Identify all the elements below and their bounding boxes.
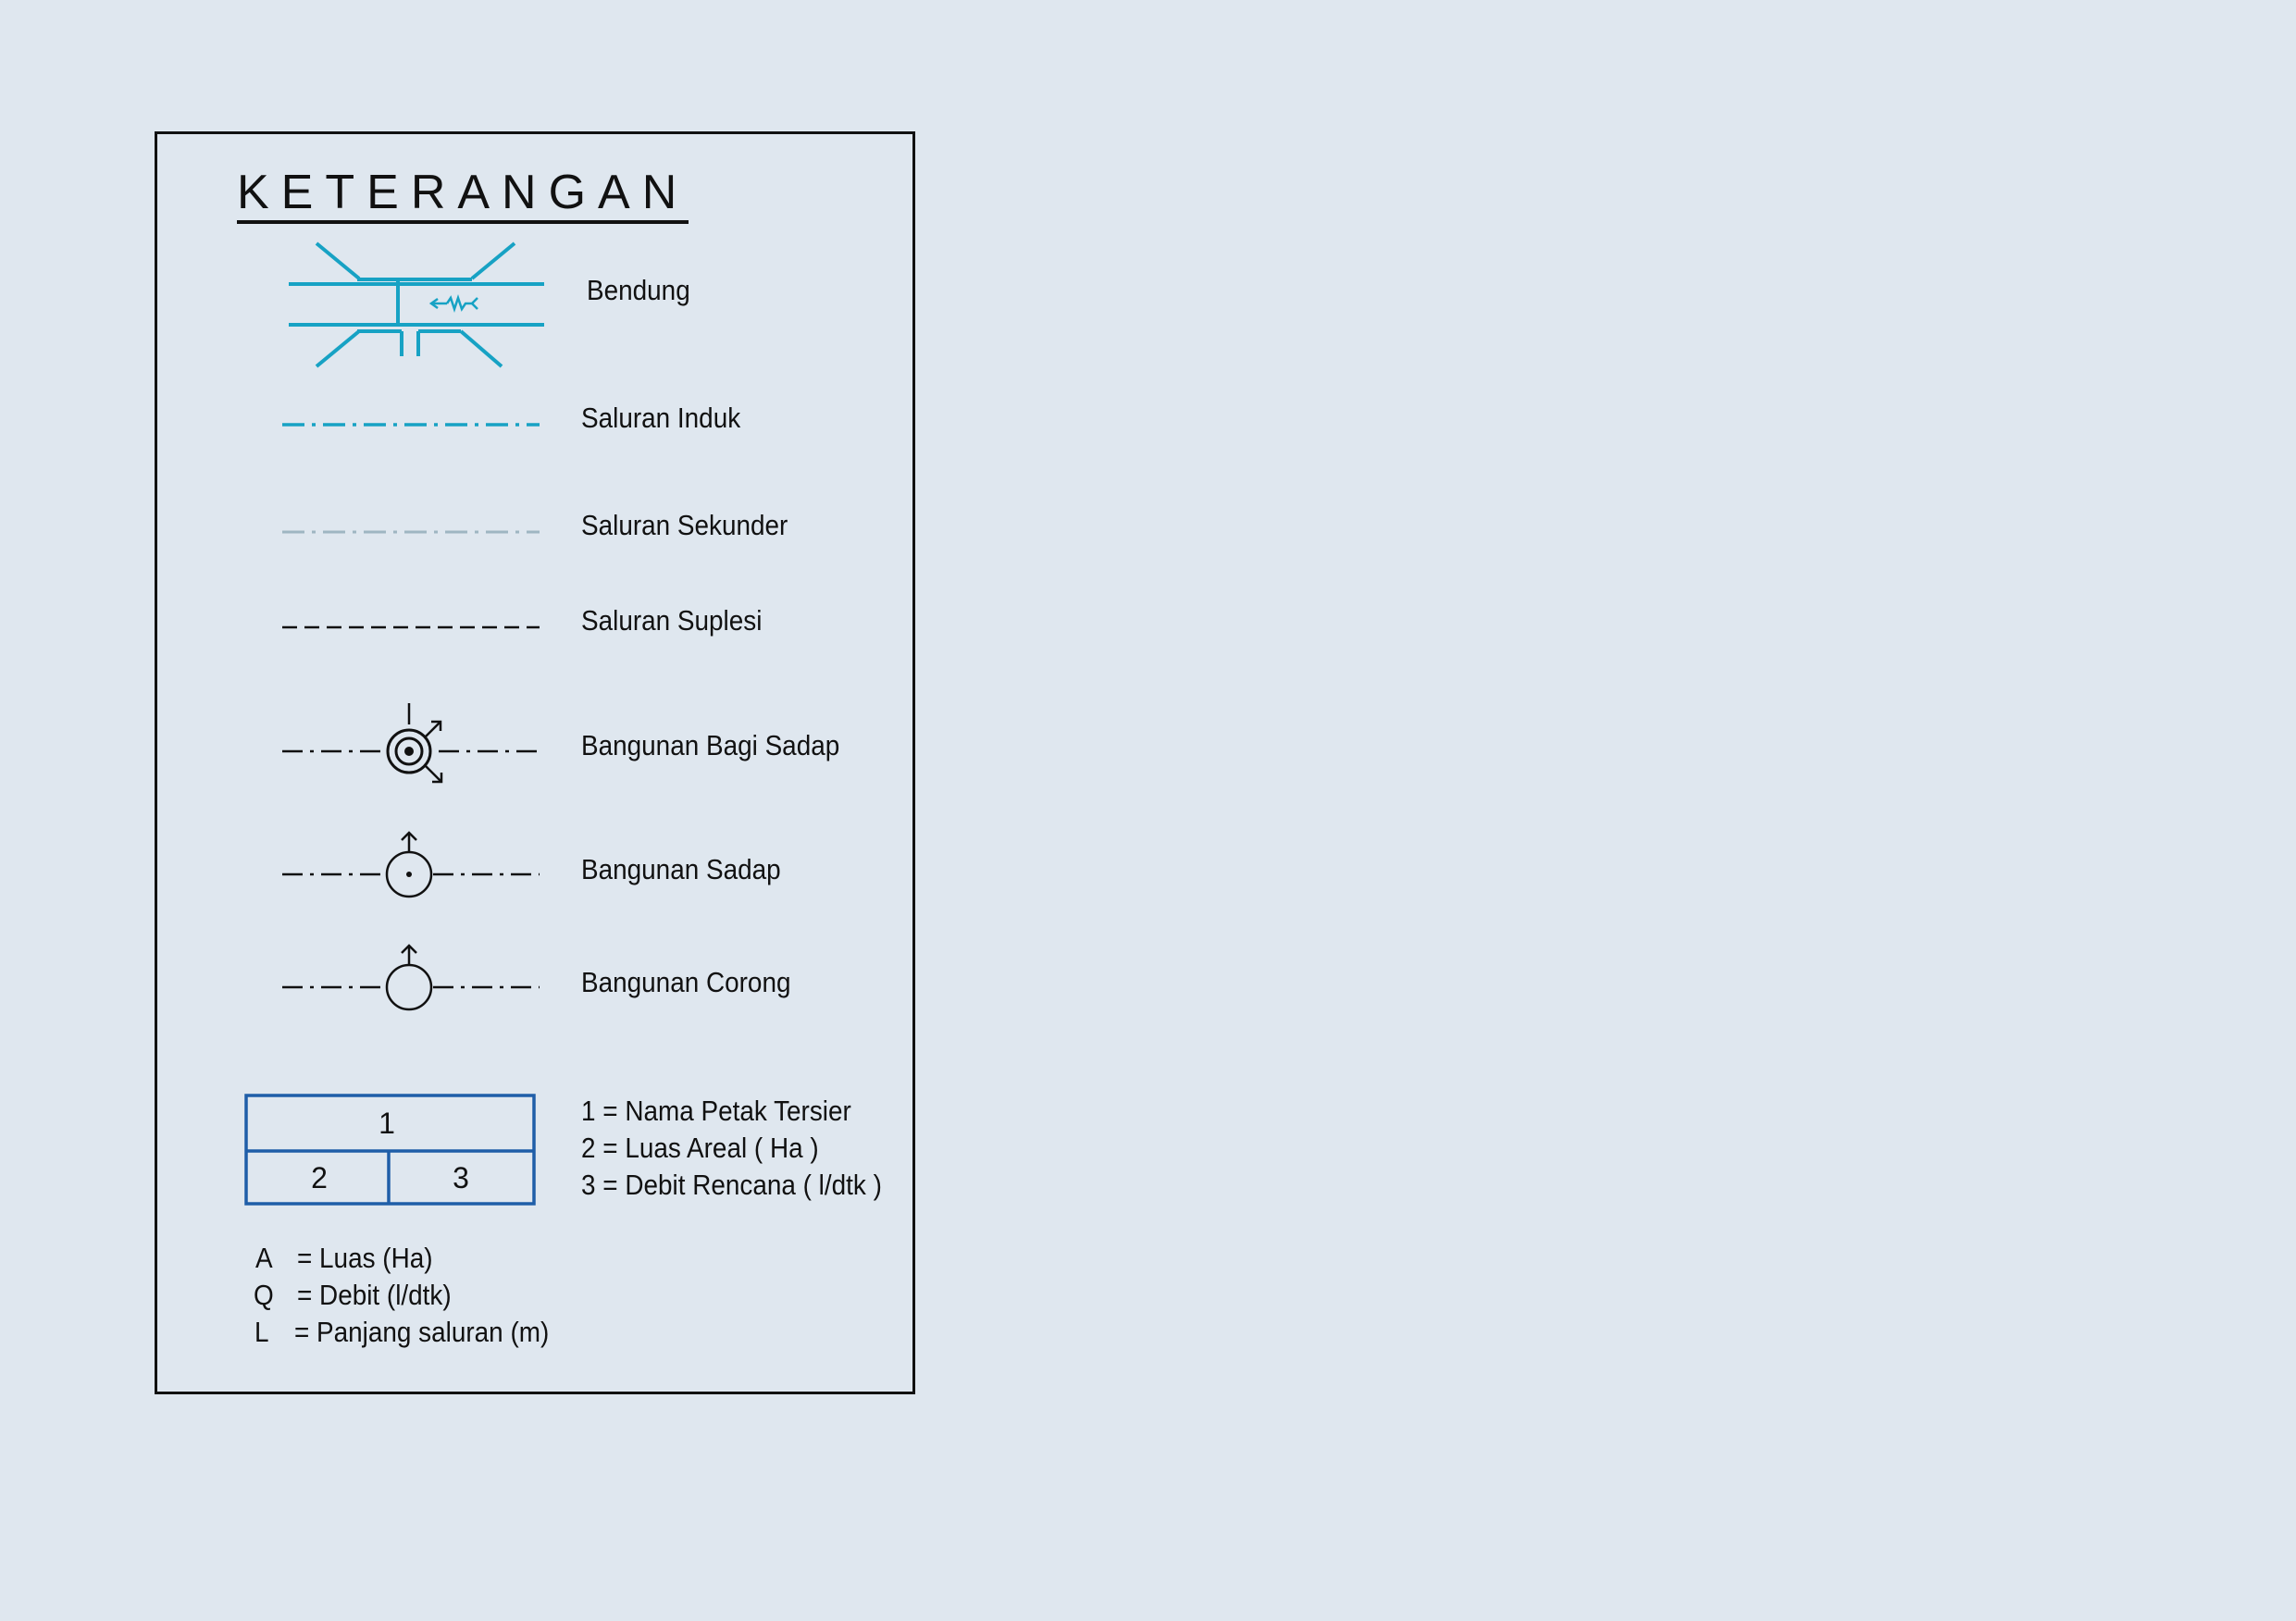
offtake-structure-icon [282,831,540,898]
petak-cell-1: 1 [379,1107,395,1140]
abbrev-symbol-q: Q [254,1279,274,1311]
main-canal-line [282,423,540,427]
funnel-structure-icon [282,944,540,1011]
legend-label-bendung: Bendung [587,274,690,306]
petak-cell-3: 3 [453,1161,469,1194]
division-offtake-structure-icon [282,703,540,784]
abbrev-meaning-a: = Luas (Ha) [297,1242,433,1274]
abbrev-symbol-l: L [254,1316,269,1348]
petak-cell-2: 2 [311,1161,328,1194]
abbrev-meaning-l: = Panjang saluran (m) [294,1316,550,1348]
legend-label-bangunan-sadap: Bangunan Sadap [581,853,781,885]
abbrev-meaning-q: = Debit (l/dtk) [297,1279,452,1311]
legend-label-saluran-induk: Saluran Induk [581,402,741,434]
legend-title: KETERANGAN [237,168,689,224]
abbrev-symbol-a: A [255,1242,273,1274]
supply-canal-line [282,625,540,629]
legend-panel [155,131,915,1394]
weir-icon [289,241,544,368]
legend-label-saluran-suplesi: Saluran Suplesi [581,604,763,637]
legend-label-bangunan-corong: Bangunan Corong [581,966,791,998]
legend-label-bangunan-bagi-sadap: Bangunan Bagi Sadap [581,729,840,761]
tertiary-plot-box: 1 2 3 [244,1094,536,1206]
petak-definition-1: 1 = Nama Petak Tersier [581,1095,851,1127]
legend-label-saluran-sekunder: Saluran Sekunder [581,509,788,541]
petak-definition-3: 3 = Debit Rencana ( l/dtk ) [581,1169,882,1201]
petak-definition-2: 2 = Luas Areal ( Ha ) [581,1132,819,1164]
secondary-canal-line [282,530,540,534]
